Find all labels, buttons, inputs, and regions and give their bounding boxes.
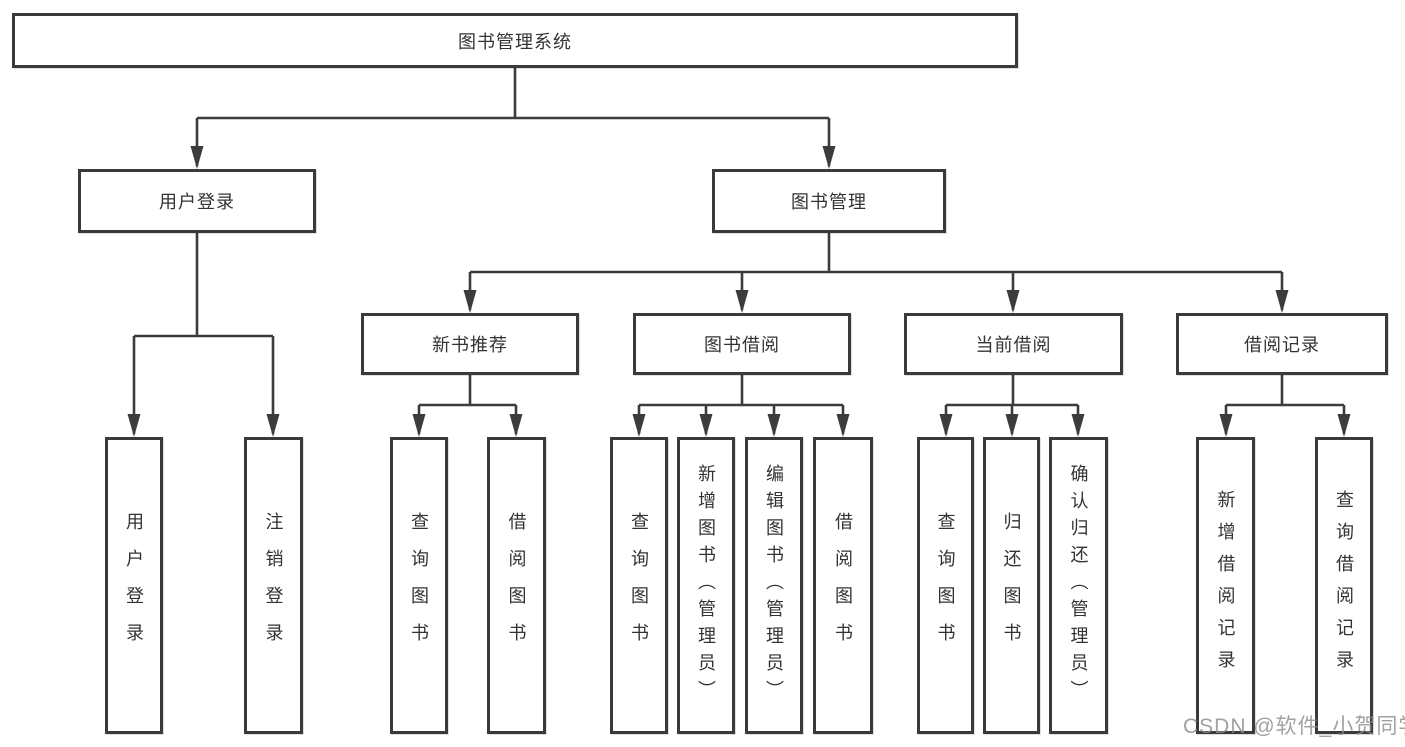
node-label: 注销登录	[263, 511, 284, 660]
node-user-login: 用户登录	[78, 169, 316, 233]
node-current-borrowing: 当前借阅	[904, 313, 1123, 375]
arrow-icon	[939, 414, 953, 437]
arrow-icon	[1275, 290, 1289, 313]
leaf-edit-books-admin: 编辑图书（管理员）	[745, 437, 803, 734]
node-label: 用户登录	[124, 511, 144, 660]
leaf-borrow-books-newbook: 借阅图书	[487, 437, 546, 734]
node-label: 归还图书	[1001, 511, 1022, 660]
arrow-icon	[699, 414, 713, 437]
arrow-icon	[735, 290, 749, 313]
arrow-icon	[266, 414, 280, 437]
leaf-borrow-books: 借阅图书	[813, 437, 873, 734]
leaf-add-books-admin: 新增图书（管理员）	[677, 437, 735, 734]
node-label: 查询图书	[935, 511, 956, 660]
csdn-watermark: CSDN @软件_小贺同学	[1183, 715, 1405, 738]
node-label: 查询图书	[409, 511, 429, 660]
leaf-user-login: 用户登录	[105, 437, 163, 734]
arrow-icon	[509, 414, 523, 437]
arrow-icon	[836, 414, 850, 437]
arrow-icon	[1337, 414, 1351, 437]
arrowheads	[127, 146, 1351, 437]
node-label: 确认归还（管理员）	[1068, 464, 1089, 707]
arrow-icon	[632, 414, 646, 437]
node-library-management-system: 图书管理系统	[12, 13, 1018, 68]
leaf-confirm-return-admin: 确认归还（管理员）	[1049, 437, 1108, 734]
node-label: 当前借阅	[975, 335, 1052, 355]
arrow-icon	[463, 290, 477, 313]
node-label: 查询借阅记录	[1334, 489, 1354, 682]
arrow-icon	[127, 414, 141, 437]
leaf-query-books-current: 查询图书	[917, 437, 974, 734]
node-label: 借阅记录	[1244, 335, 1320, 355]
leaf-query-books-newbook: 查询图书	[390, 437, 448, 734]
node-new-book-recommendation: 新书推荐	[361, 313, 579, 375]
node-label: 图书借阅	[704, 335, 780, 355]
arrow-icon	[1005, 414, 1019, 437]
node-label: 新增图书（管理员）	[696, 464, 716, 707]
arrow-icon	[822, 146, 836, 169]
node-label: 图书管理	[791, 192, 867, 212]
node-borrowing-records: 借阅记录	[1176, 313, 1388, 375]
arrow-icon	[190, 146, 204, 169]
node-label: 借阅图书	[833, 511, 853, 660]
leaf-return-books: 归还图书	[983, 437, 1040, 734]
arrow-icon	[1219, 414, 1233, 437]
arrow-icon	[1006, 290, 1020, 313]
node-label: 编辑图书（管理员）	[764, 464, 784, 707]
leaf-query-books-borrow: 查询图书	[610, 437, 668, 734]
node-label: 新增借阅记录	[1215, 489, 1236, 682]
leaf-query-borrow-record: 查询借阅记录	[1315, 437, 1373, 734]
node-label: 查询图书	[629, 511, 649, 660]
node-book-management: 图书管理	[712, 169, 946, 233]
node-label: 借阅图书	[506, 511, 527, 660]
node-label: 新书推荐	[432, 335, 508, 355]
node-label: 用户登录	[159, 192, 235, 212]
arrow-icon	[1071, 414, 1085, 437]
node-label: 图书管理系统	[458, 31, 572, 52]
arrow-icon	[412, 414, 426, 437]
arrow-icon	[767, 414, 781, 437]
leaf-add-borrow-record: 新增借阅记录	[1196, 437, 1255, 734]
node-book-borrowing: 图书借阅	[633, 313, 851, 375]
leaf-logout: 注销登录	[244, 437, 303, 734]
